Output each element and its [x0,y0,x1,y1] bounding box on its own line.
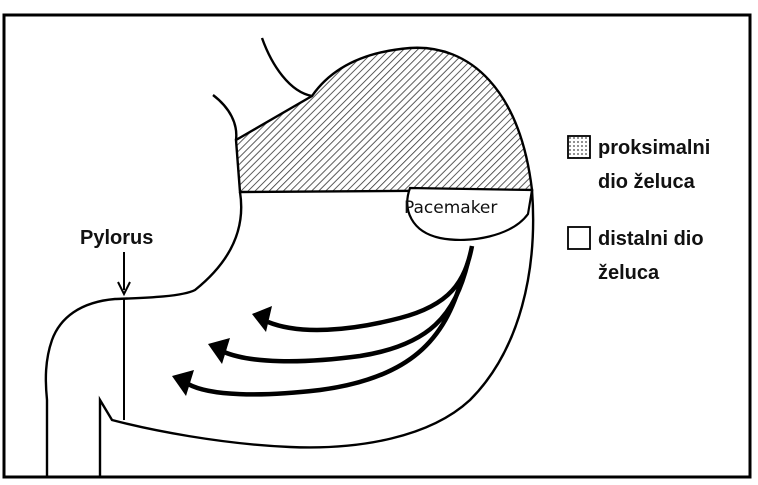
pylorus-label: Pylorus [80,227,153,249]
wave-arrow-1-head [252,306,272,332]
legend-distal-swatch [568,227,590,249]
legend-proximal-swatch [568,136,590,158]
legend-proximal-line1: proksimalni [598,137,710,159]
proximal-stomach-region [236,48,532,192]
pacemaker-label: Pacemaker [404,198,497,218]
esophagus-left-wall [213,95,236,140]
legend-proximal-line2: dio želuca [598,171,696,193]
legend-distal-line2: želuca [598,262,660,284]
legend-distal-line1: distalni dio [598,228,704,250]
esophagus-right-wall [262,38,312,96]
